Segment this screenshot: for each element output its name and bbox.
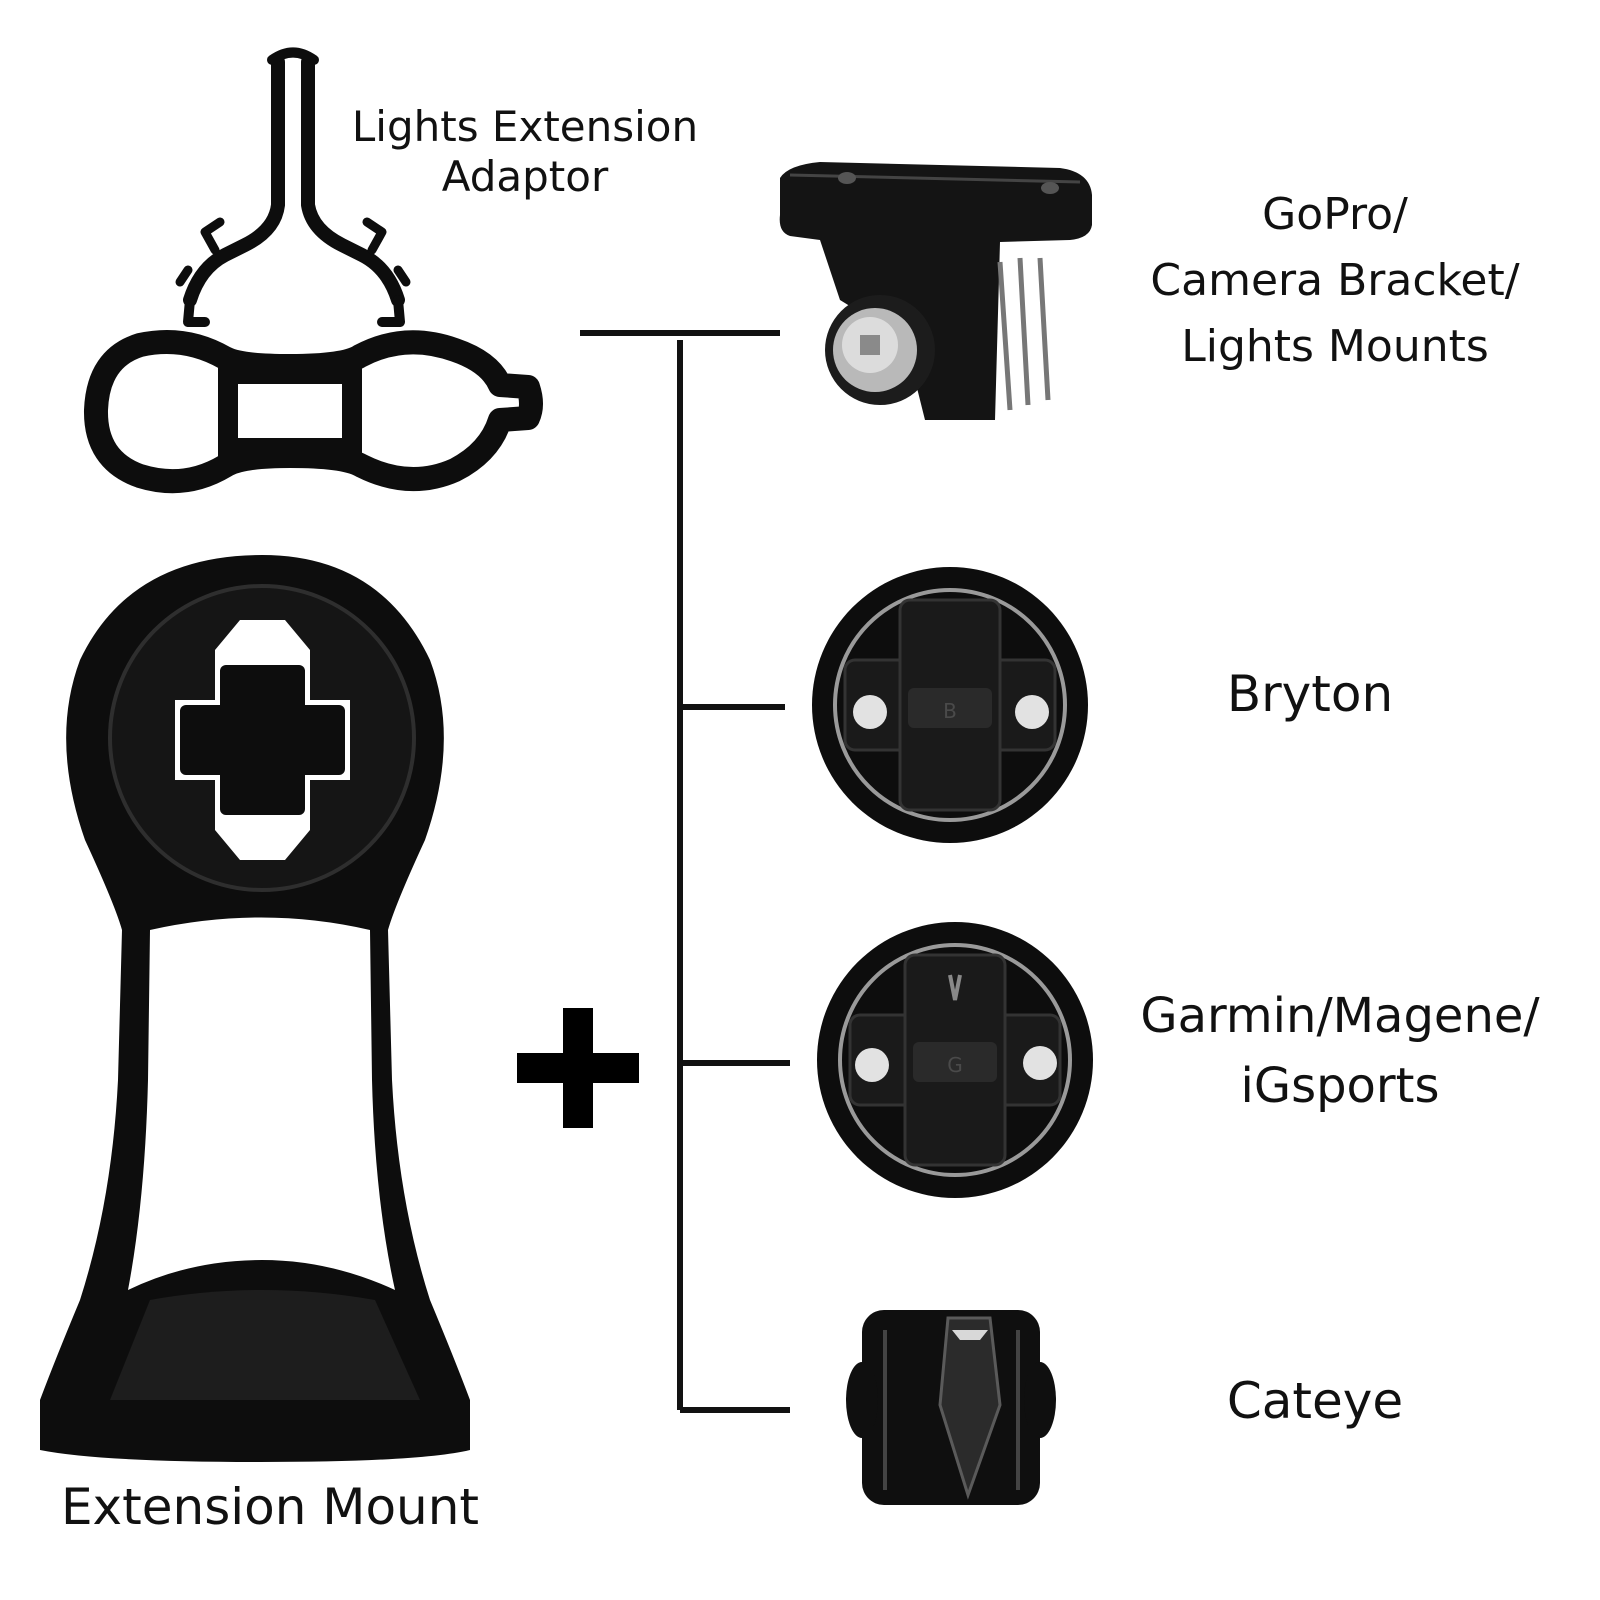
lights-extension-adaptor-label: Lights Extension Adaptor	[340, 102, 710, 201]
garmin-mount: G	[817, 922, 1093, 1198]
lights-extension-label-line-1: Lights Extension	[351, 102, 699, 151]
lights-extension-label-line-2: Adaptor	[441, 151, 609, 201]
gopro-label-line-3: Lights Mounts	[1181, 321, 1489, 372]
garmin-magene-igsports-label: Garmin/Magene/ iGsports	[1120, 982, 1560, 1121]
bryton-label: Bryton	[1226, 665, 1394, 723]
garmin-label-line-2: iGsports	[1240, 1057, 1440, 1114]
extension-mount	[40, 555, 470, 1462]
cateye-mount	[846, 1310, 1056, 1505]
gopro-bracket	[779, 162, 1092, 420]
gopro-label-line-1: GoPro/	[1262, 189, 1408, 240]
gopro-bracket-label: GoPro/ Camera Bracket/ Lights Mounts	[1125, 182, 1545, 380]
garmin-label-line-1: Garmin/Magene/	[1140, 988, 1540, 1044]
extension-mount-label: Extension Mount	[60, 1478, 480, 1536]
gopro-label-line-2: Camera Bracket/	[1150, 255, 1520, 306]
bryton-mount: B	[812, 567, 1088, 843]
connector-lines	[580, 330, 790, 1413]
rubber-strap	[84, 329, 543, 494]
garmin-mount-letter: G	[947, 1053, 963, 1077]
cateye-label: Cateye	[1226, 1372, 1404, 1430]
lights-extension-adaptor	[175, 47, 411, 327]
plus-sign	[517, 1008, 639, 1128]
bryton-mount-letter: B	[943, 699, 957, 723]
